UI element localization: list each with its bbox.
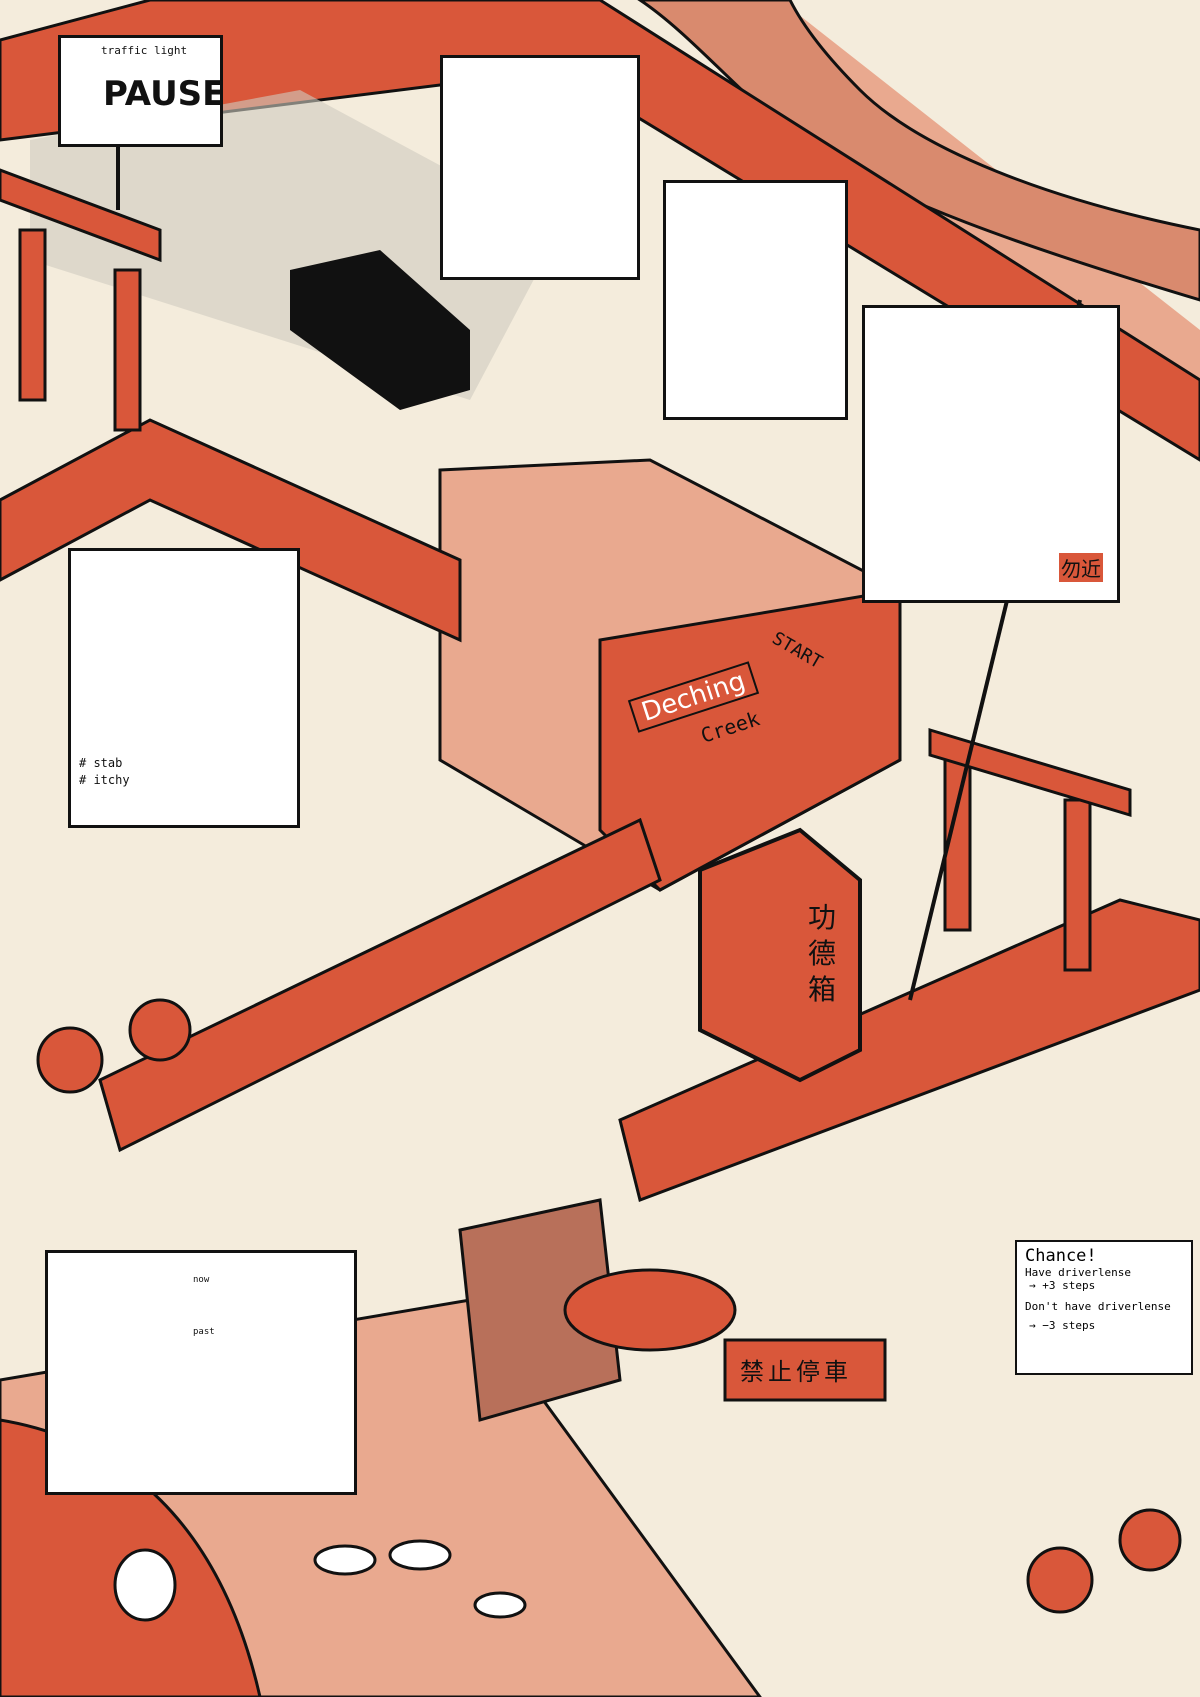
chance-line-1: Have driverlense (1025, 1266, 1131, 1279)
creek-block-side (598, 588, 902, 892)
no-parking-board (723, 1338, 887, 1402)
traffic-light-caption: traffic light (101, 44, 188, 57)
tag-itchy: # itchy (79, 773, 130, 787)
torii-gate-left (0, 168, 162, 432)
photo-card-cart (440, 55, 640, 280)
road-band (0, 0, 1200, 420)
brick-wall-left (0, 418, 462, 643)
now-label: now (193, 1275, 210, 1285)
tag-stab: # stab (79, 756, 123, 770)
photo-card-now-past: now past (45, 1250, 357, 1495)
pause-label: PAUSE (103, 74, 226, 114)
chance-card: Chance! Have driverlense → +3 steps Don'… (1015, 1240, 1193, 1375)
keep-away-label: 勿近 (1059, 553, 1103, 582)
scooter-left (36, 1026, 104, 1094)
photo-card-street: 勿近 (862, 305, 1120, 603)
donation-box (698, 827, 862, 1083)
chance-line-4: → −3 steps (1029, 1319, 1096, 1332)
waterfall (458, 1198, 622, 1422)
chance-line-3: Don't have driverlense (1025, 1300, 1171, 1313)
donation-box-label: 功德箱 (808, 901, 837, 1006)
traffic-light-sign: traffic light PAUSE (58, 35, 226, 147)
cushion (563, 1268, 737, 1352)
past-label: past (193, 1327, 215, 1337)
chance-line-2: → +3 steps (1029, 1279, 1096, 1292)
photo-card-cooking (663, 180, 848, 420)
police-car (290, 250, 470, 410)
scooter-right (1026, 1546, 1094, 1614)
ducks (113, 1539, 527, 1622)
photo-card-grass: # stab # itchy (68, 548, 300, 828)
brick-wall-middle (98, 817, 662, 1153)
no-parking-label: 禁止停車 (740, 1358, 852, 1386)
torii-gate-right (928, 727, 1132, 972)
chance-title: Chance! (1025, 1246, 1097, 1266)
brick-wall-right (618, 898, 1200, 1202)
